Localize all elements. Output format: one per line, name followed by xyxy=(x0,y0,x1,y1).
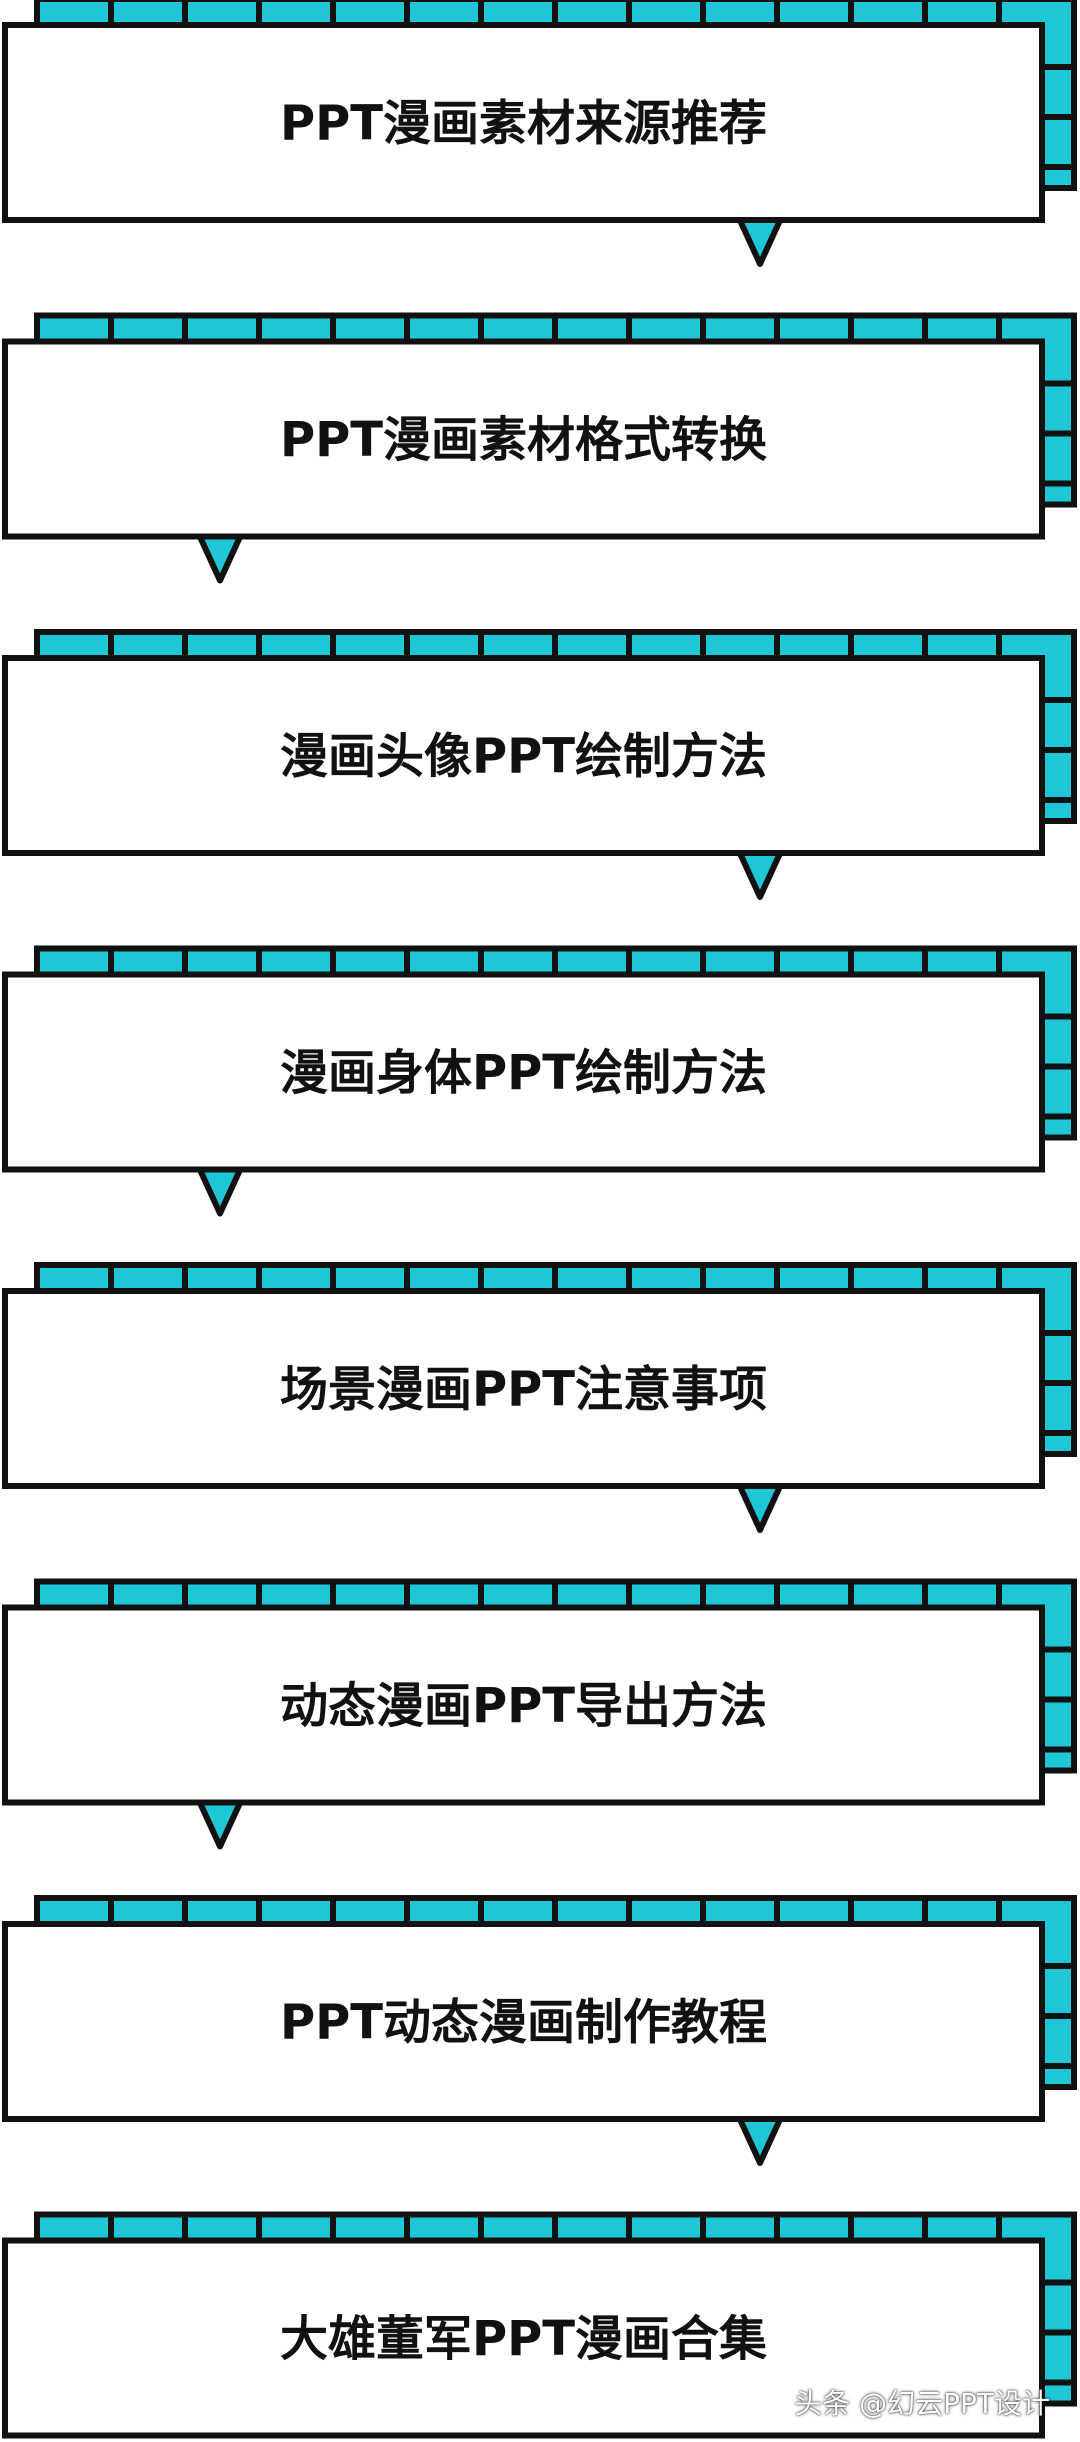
card xyxy=(2,338,1045,540)
card-label: 漫画头像PPT绘制方法 xyxy=(280,729,767,785)
list-item: PPT动态漫画制作教程 xyxy=(2,1895,1077,2166)
card xyxy=(2,971,1045,1173)
card xyxy=(2,655,1045,856)
list-item: 漫画头像PPT绘制方法 xyxy=(2,629,1077,900)
card xyxy=(2,1604,1045,1806)
card-label: 漫画身体PPT绘制方法 xyxy=(280,1045,767,1101)
list-item: 大雄董军PPT漫画合集 xyxy=(2,2211,1077,2439)
card-label: 大雄董军PPT漫画合集 xyxy=(280,2311,767,2367)
card-label: 场景漫画PPT注意事项 xyxy=(280,1362,767,1418)
card xyxy=(2,1288,1045,1489)
pointer-arrow-icon xyxy=(195,1162,245,1217)
pointer-arrow-icon xyxy=(735,213,785,267)
card-label: 动态漫画PPT导出方法 xyxy=(280,1678,767,1734)
pointer-arrow-icon xyxy=(735,846,785,900)
list-item: 动态漫画PPT导出方法 xyxy=(2,1578,1077,1850)
card-label: PPT动态漫画制作教程 xyxy=(280,1995,767,2051)
list-item: PPT漫画素材来源推荐 xyxy=(2,0,1077,267)
list-item: 漫画身体PPT绘制方法 xyxy=(2,945,1077,1217)
pointer-arrow-icon xyxy=(735,1479,785,1533)
pointer-arrow-icon xyxy=(735,2112,785,2166)
card xyxy=(2,22,1045,223)
card xyxy=(2,2237,1045,2439)
list-item: PPT漫画素材格式转换 xyxy=(2,312,1077,584)
card-label: PPT漫画素材来源推荐 xyxy=(280,96,767,152)
list-item: 场景漫画PPT注意事项 xyxy=(2,1262,1077,1533)
card xyxy=(2,1921,1045,2122)
pointer-arrow-icon xyxy=(195,529,245,584)
card-label: PPT漫画素材格式转换 xyxy=(280,412,767,468)
watermark: 头条 @幻云PPT设计 xyxy=(794,2387,1050,2420)
pointer-arrow-icon xyxy=(195,1795,245,1850)
